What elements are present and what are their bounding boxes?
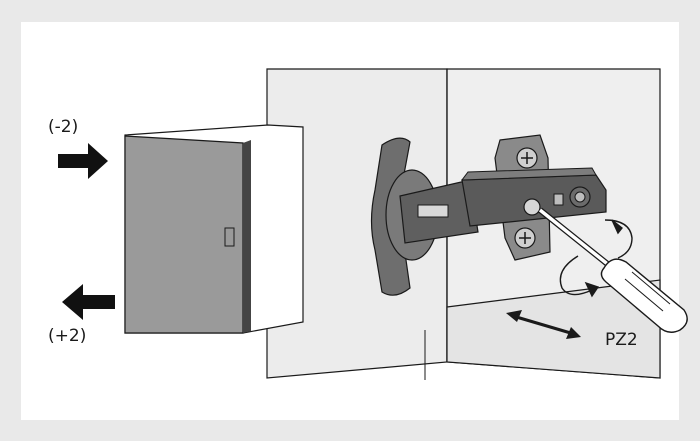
rotate-arrows-icon xyxy=(559,219,633,298)
door-handle-mark xyxy=(224,227,235,247)
adjustment-screw-icon xyxy=(523,198,541,216)
double-arrow-icon xyxy=(506,310,581,339)
arrow-close-icon xyxy=(58,143,108,179)
label-tool: PZ2 xyxy=(605,330,638,350)
screwdriver-icon xyxy=(538,207,688,333)
label-open-adjust: (+2) xyxy=(48,326,86,346)
arrow-open-icon xyxy=(62,284,115,320)
label-close-adjust: (-2) xyxy=(48,117,78,137)
cabinet-door xyxy=(124,124,304,334)
hinge-assembly xyxy=(370,134,607,296)
